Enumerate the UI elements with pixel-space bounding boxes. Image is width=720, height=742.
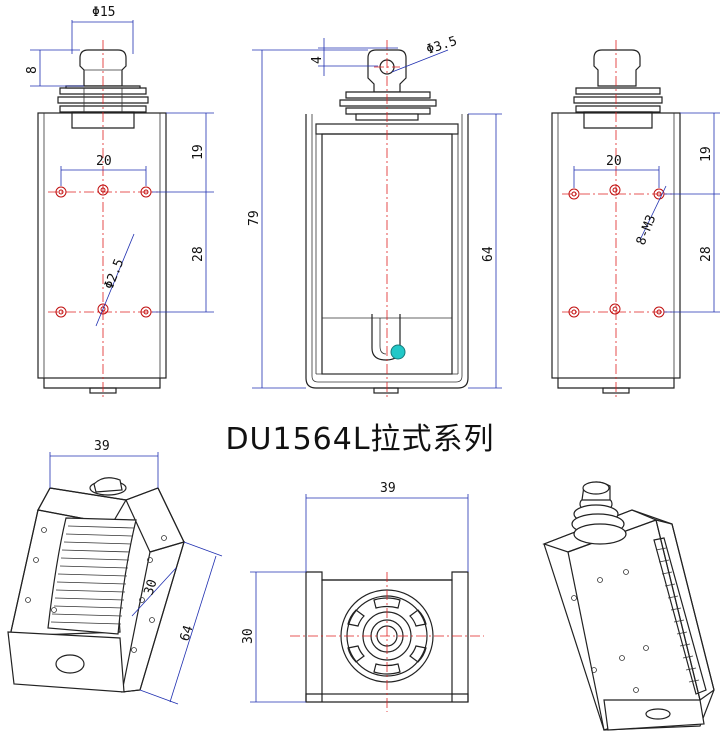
- front-spring: [57, 85, 149, 129]
- front-holes: [55, 184, 152, 318]
- dim-back-thread: 8-M3: [634, 213, 660, 248]
- side-view: Φ3.5 4 79 64: [247, 34, 502, 398]
- dim-back-hole-pitch: 28: [699, 246, 714, 262]
- plunger-indicator-dot: [390, 344, 406, 360]
- dim-shaft-length: 8: [25, 66, 40, 74]
- dim-front-hole-pitch: 28: [191, 246, 206, 262]
- iso-right-coil: [653, 537, 707, 695]
- dim-back-top-offset: 19: [699, 146, 714, 162]
- dim-body-height: 64: [481, 246, 496, 262]
- iso-right-view: [542, 481, 715, 731]
- dim-back-hole-spacing: 20: [606, 154, 622, 169]
- dim-front-top-offset: 19: [191, 144, 206, 160]
- dim-pin-offset: 4: [310, 56, 325, 64]
- iso-right-plunger: [571, 481, 627, 545]
- side-spring: [339, 91, 437, 121]
- back-view: 20 19 28 8-M3: [551, 40, 720, 398]
- dim-pin-hole: Φ3.5: [425, 34, 459, 58]
- dim-front-hole-diameter: Φ2.5: [102, 257, 128, 292]
- dim-bottom-height: 30: [241, 628, 256, 644]
- iso-right-holes: [571, 569, 649, 693]
- side-dimensions: [252, 38, 502, 389]
- series-title: DU1564L拉式系列: [225, 422, 495, 457]
- dim-front-hole-spacing: 20: [96, 154, 112, 169]
- back-dimensions: [573, 112, 720, 313]
- back-holes: [568, 184, 665, 318]
- bottom-dimensions: [250, 494, 469, 703]
- iso-coil: [47, 517, 137, 635]
- dim-iso-height: 64: [178, 624, 197, 644]
- front-dimensions: [30, 20, 214, 327]
- iso-left-dimensions: [49, 452, 223, 705]
- front-view: Φ15 8 20 19 28 Φ2.5: [25, 5, 214, 398]
- dim-overall-height: 79: [247, 210, 262, 226]
- dim-iso-width: 39: [94, 439, 110, 454]
- bottom-ring-slots: [347, 597, 427, 675]
- iso-left-view: 39 64 30: [7, 439, 223, 705]
- dim-shaft-diameter: Φ15: [92, 5, 115, 20]
- back-spring: [573, 87, 663, 129]
- dim-bottom-width: 39: [380, 481, 396, 496]
- iso-left-holes: [25, 527, 167, 653]
- bottom-view: 39 30: [241, 481, 484, 712]
- dim-iso-depth: 30: [142, 578, 161, 598]
